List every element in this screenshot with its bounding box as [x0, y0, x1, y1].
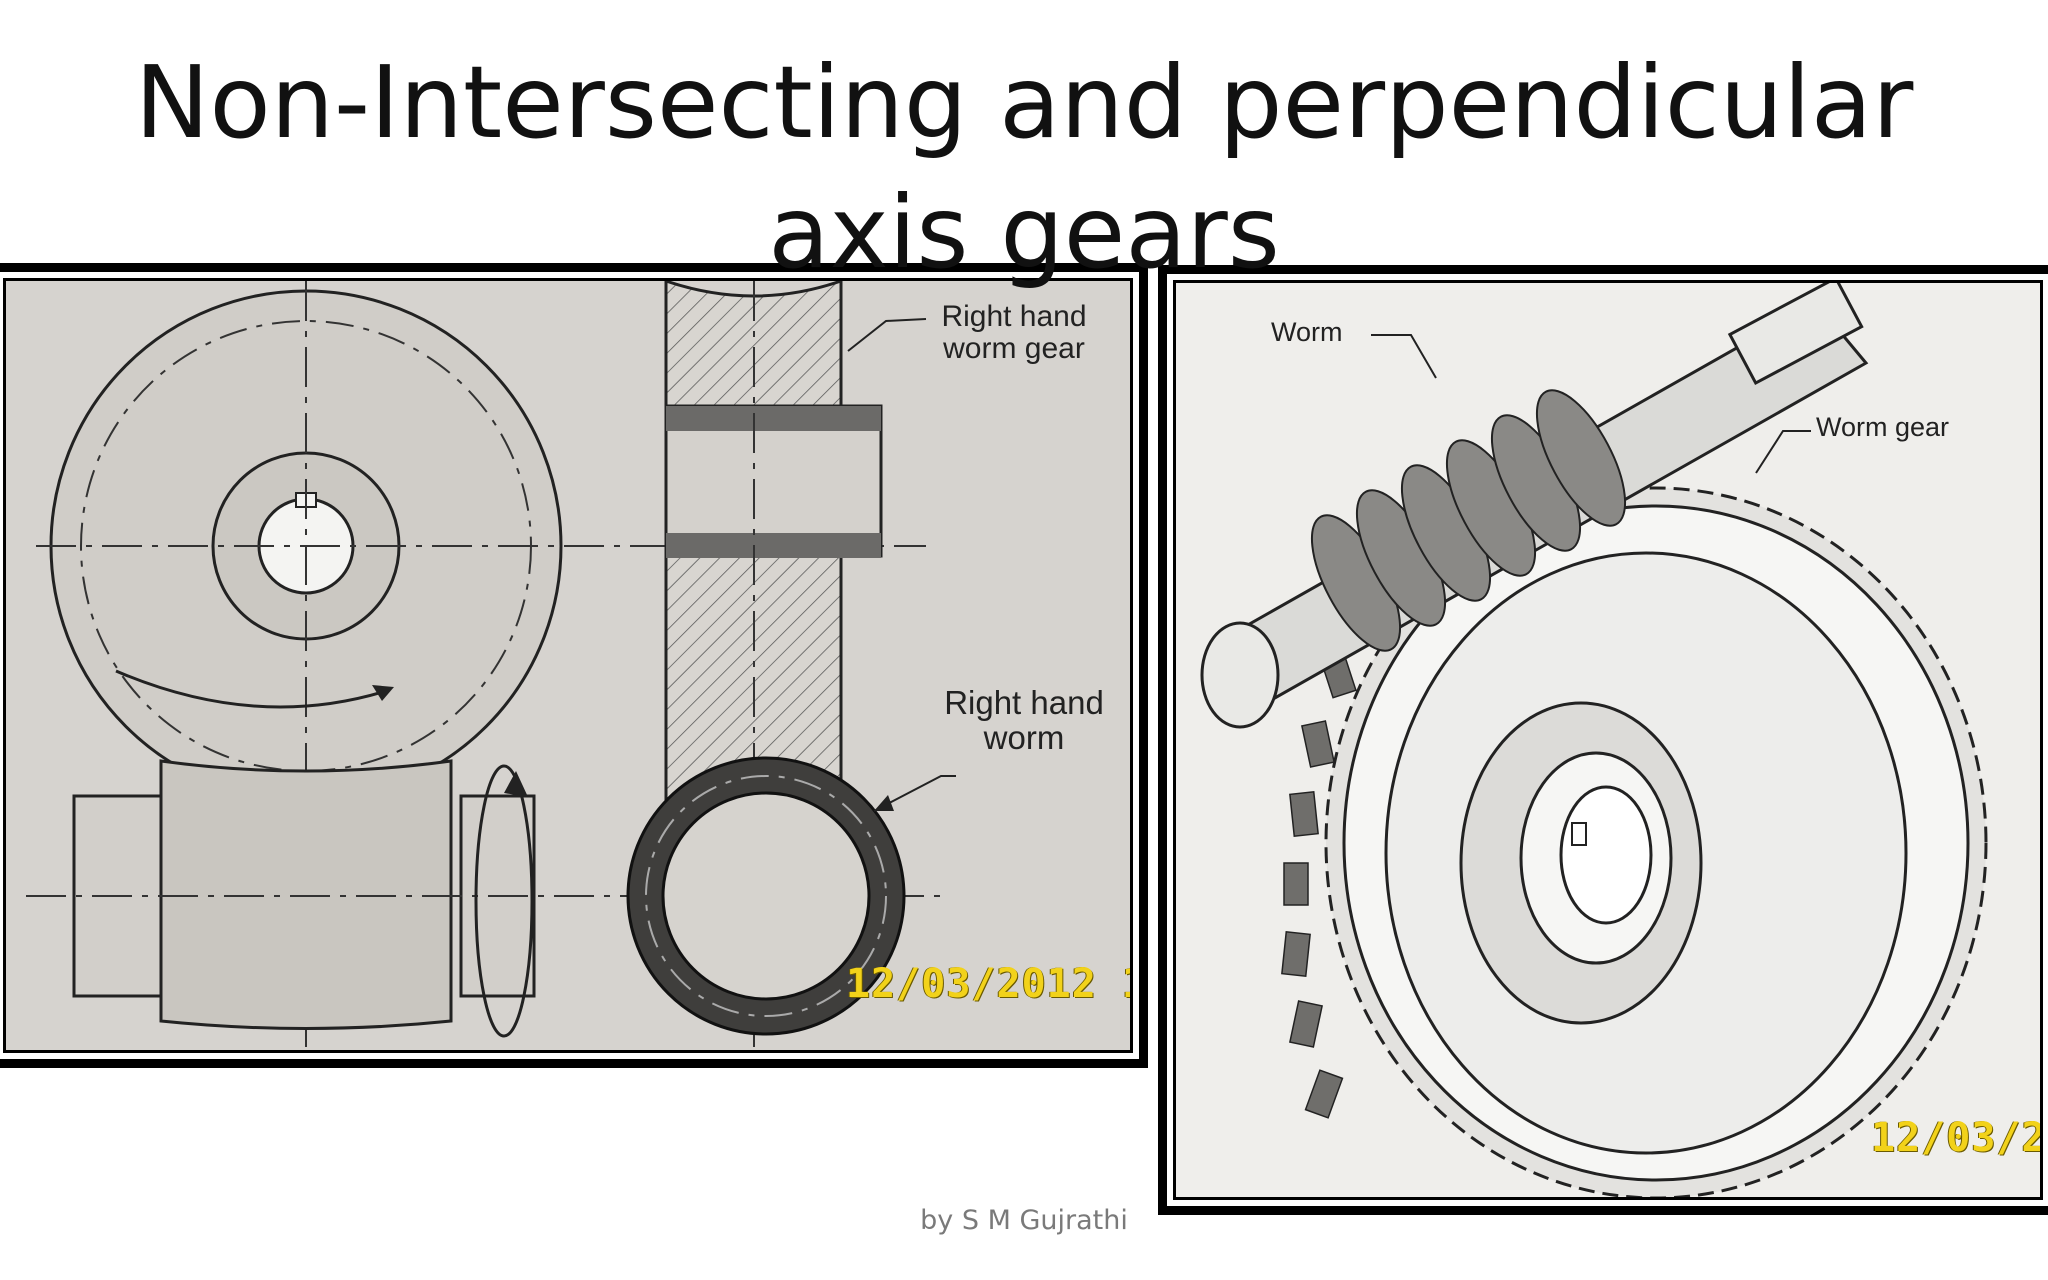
worm-leader: [873, 775, 956, 812]
worm-gear-drawing: [26, 281, 956, 1050]
worm-gear-leader: [847, 318, 927, 352]
worm-section-inner: [661, 791, 871, 1001]
worm-gear-isometric-panel: Worm Worm gear 12/03/201: [1158, 265, 2048, 1215]
worm-gear-wheel: [1324, 486, 1988, 1197]
slide-title: Non-Intersecting and perpendicular axis …: [0, 38, 2048, 298]
worm-gear-drawing-photo: Right hand worm gear Right hand worm 12/…: [3, 278, 1133, 1053]
label-right-hand-worm: Right hand worm: [934, 684, 1114, 756]
worm-gear-isometric: [1200, 283, 1988, 1197]
worm-rotation-arrow: [474, 764, 534, 1038]
title-line-2: axis gears: [768, 174, 1280, 291]
left-date-stamp: 12/03/2012 18:4: [846, 961, 1130, 1007]
gear-teeth-shading: [1281, 649, 1357, 1119]
worm-gear-isometric-photo: Worm Worm gear 12/03/201: [1173, 280, 2043, 1200]
worm-leader: [1371, 334, 1437, 379]
label-worm-line-1: Right hand: [944, 684, 1104, 721]
label-worm-line-2: worm: [983, 718, 1065, 756]
label-worm-gear-line-1: Right hand: [941, 300, 1087, 333]
worm-threads: [1310, 389, 1627, 652]
label-worm-gear: Worm gear: [1816, 412, 1950, 442]
author-credit: by S M Gujrathi: [920, 1205, 1128, 1236]
label-worm-gear-line-2: worm gear: [943, 331, 1085, 365]
right-date-stamp: 12/03/201: [1871, 1115, 2040, 1161]
gear-rotation-arrow: [115, 669, 387, 709]
worm-body: [159, 759, 453, 1030]
label-worm: Worm: [1271, 317, 1343, 347]
worm-section-pitch: [645, 775, 887, 1017]
title-line-1: Non-Intersecting and perpendicular: [134, 44, 1914, 161]
worm-gear-drawing-panel: Right hand worm gear Right hand worm 12/…: [0, 263, 1148, 1068]
label-right-hand-worm-gear: Right hand worm gear: [924, 301, 1104, 364]
worm-gear-leader: [1755, 430, 1811, 474]
